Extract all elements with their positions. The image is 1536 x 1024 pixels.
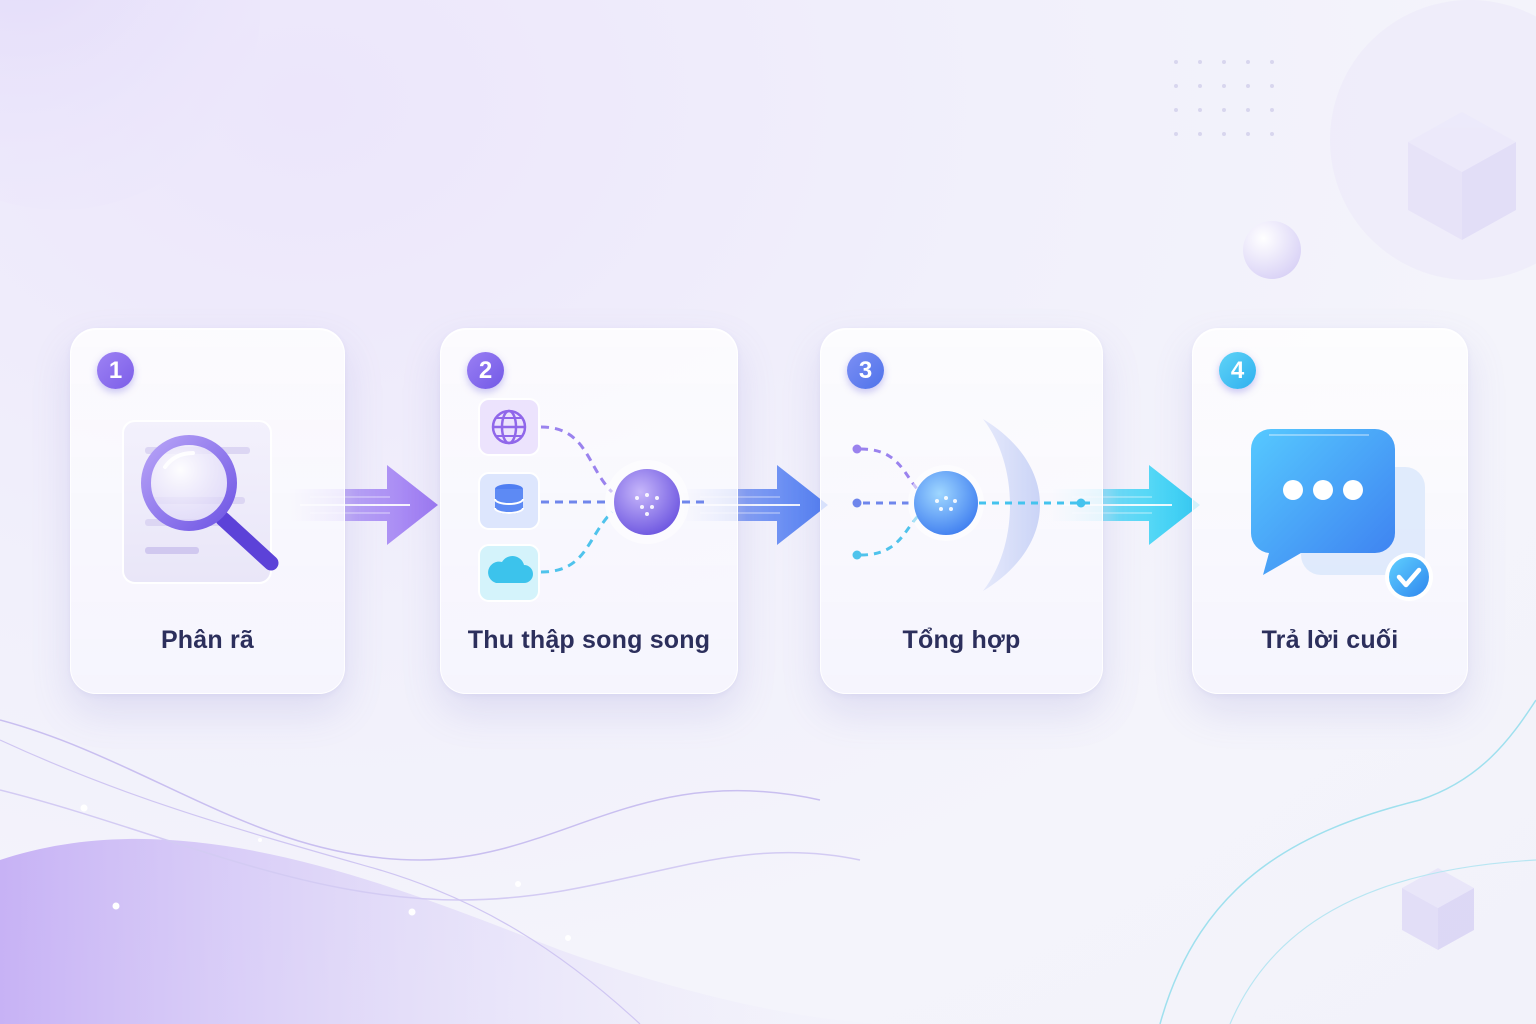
chat-check-icon <box>1250 429 1433 601</box>
cloud-icon <box>478 544 540 602</box>
globe-icon <box>478 398 540 456</box>
step-number-badge: 3 <box>847 352 884 389</box>
step-card-1: 1 Phân rã <box>70 328 345 694</box>
step-label: Thu thập song song <box>467 626 711 654</box>
merge-node-icon <box>852 419 1094 591</box>
step-number-badge: 2 <box>467 352 504 389</box>
step-label: Trả lời cuối <box>1261 626 1399 654</box>
parallel-sources-icon <box>478 398 707 602</box>
step-number-badge: 1 <box>97 352 134 389</box>
database-icon <box>478 472 540 530</box>
step-label: Phân rã <box>160 626 255 654</box>
step-card-4: 4 Trả lời cuối <box>1192 328 1468 694</box>
step-number-badge: 4 <box>1219 352 1256 389</box>
step-card-3: 3 Tổng hợp <box>820 328 1103 694</box>
step-card-2: 2 <box>440 328 738 694</box>
magnifier-document-icon <box>122 420 279 584</box>
step-label: Tổng hợp <box>902 626 1021 654</box>
